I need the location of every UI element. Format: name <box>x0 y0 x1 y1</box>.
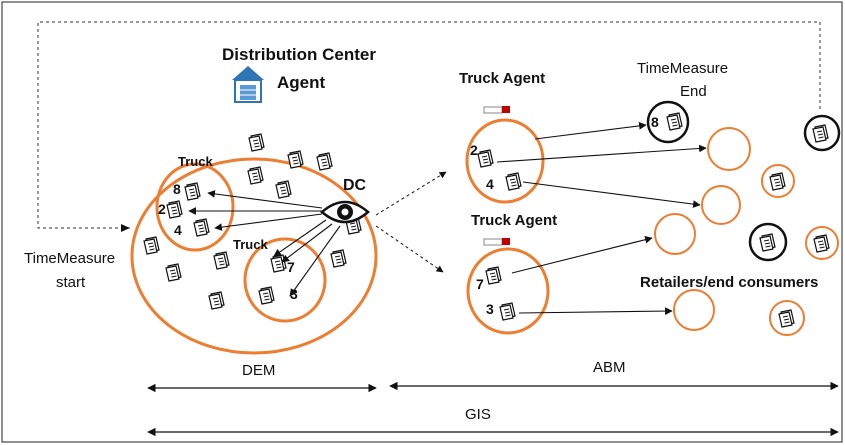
parcel-number: 4 <box>486 176 494 192</box>
truck-icon <box>483 238 510 246</box>
retailer-circle <box>654 213 696 255</box>
end-consumer-circle <box>803 114 841 152</box>
document-icon <box>184 182 201 201</box>
document-icon <box>812 124 829 143</box>
truck-label-2: Truck <box>233 237 268 252</box>
document-icon <box>208 291 225 310</box>
document-icon <box>165 263 182 282</box>
document-icon <box>213 251 230 270</box>
parcel-number: 7 <box>287 259 295 275</box>
document-icon <box>166 200 183 219</box>
parcel-number: 7 <box>476 276 484 292</box>
document-icon <box>505 172 522 191</box>
truck-agent-label-top: Truck Agent <box>459 70 545 87</box>
document-icon <box>477 149 494 168</box>
truck-agent-circle-top <box>465 118 545 204</box>
truck-agent-label-bottom: Truck Agent <box>471 212 557 229</box>
dc-assignment-arrows <box>188 190 341 297</box>
document-icon <box>759 233 776 252</box>
document-icon <box>499 302 516 321</box>
dispatch-arrow-top <box>375 171 447 216</box>
document-icon <box>778 309 795 328</box>
feedback-loop-line <box>37 21 821 229</box>
document-icon <box>270 254 287 273</box>
document-icon <box>258 286 275 305</box>
truck-label-1: Truck <box>178 154 213 169</box>
retailer-circle <box>761 164 795 198</box>
parcel-number: 2 <box>158 201 166 217</box>
document-icon <box>275 180 292 199</box>
document-icon <box>193 218 210 237</box>
timemeasure-start-line1: TimeMeasure <box>24 250 115 267</box>
document-icon <box>485 266 502 285</box>
document-icon <box>247 166 264 185</box>
parcel-number: 4 <box>174 222 182 238</box>
dc-title-line1: Distribution Center <box>222 45 376 64</box>
document-icon <box>330 249 347 268</box>
timemeasure-start-line2: start <box>56 274 86 291</box>
retailer-circle <box>805 226 839 260</box>
parcel-number: 8 <box>651 114 659 130</box>
dc-label: DC <box>343 177 367 194</box>
retailer-circle <box>707 127 751 171</box>
retailer-circle <box>701 185 741 225</box>
truck-circle-2 <box>243 237 327 323</box>
timemeasure-end-line2: End <box>680 83 707 100</box>
document-icon <box>248 133 265 152</box>
end-consumer-circle-highlight <box>646 100 690 144</box>
parcel-number: 3 <box>486 301 494 317</box>
document-icon <box>287 150 304 169</box>
feedback-arrowhead <box>121 224 130 232</box>
document-icon <box>769 172 786 191</box>
truck-icon <box>483 106 510 114</box>
parcel-number: 8 <box>173 181 181 197</box>
dc-title-line2: Agent <box>277 73 326 92</box>
document-icon <box>143 236 160 255</box>
eye-icon <box>320 200 370 224</box>
document-icon <box>813 234 830 253</box>
document-icon <box>316 152 333 171</box>
truck-agent-circle-bottom <box>466 247 550 335</box>
end-consumer-circle <box>748 222 788 262</box>
gis-label: GIS <box>465 406 491 423</box>
warehouse-icon <box>232 66 264 103</box>
document-icon <box>666 112 683 131</box>
retailer-circle <box>673 289 715 331</box>
abm-label: ABM <box>593 359 626 376</box>
retailer-circle <box>769 300 805 336</box>
dc-ellipse <box>130 157 378 355</box>
dem-label: DEM <box>242 362 275 379</box>
delivery-arrows <box>496 122 707 315</box>
timemeasure-end-line1: TimeMeasure <box>637 60 728 77</box>
parcel-number: 2 <box>470 142 478 158</box>
retailers-label: Retailers/end consumers <box>640 274 818 291</box>
dispatch-arrow-bottom <box>375 225 444 273</box>
truck-circle-1 <box>155 162 235 252</box>
